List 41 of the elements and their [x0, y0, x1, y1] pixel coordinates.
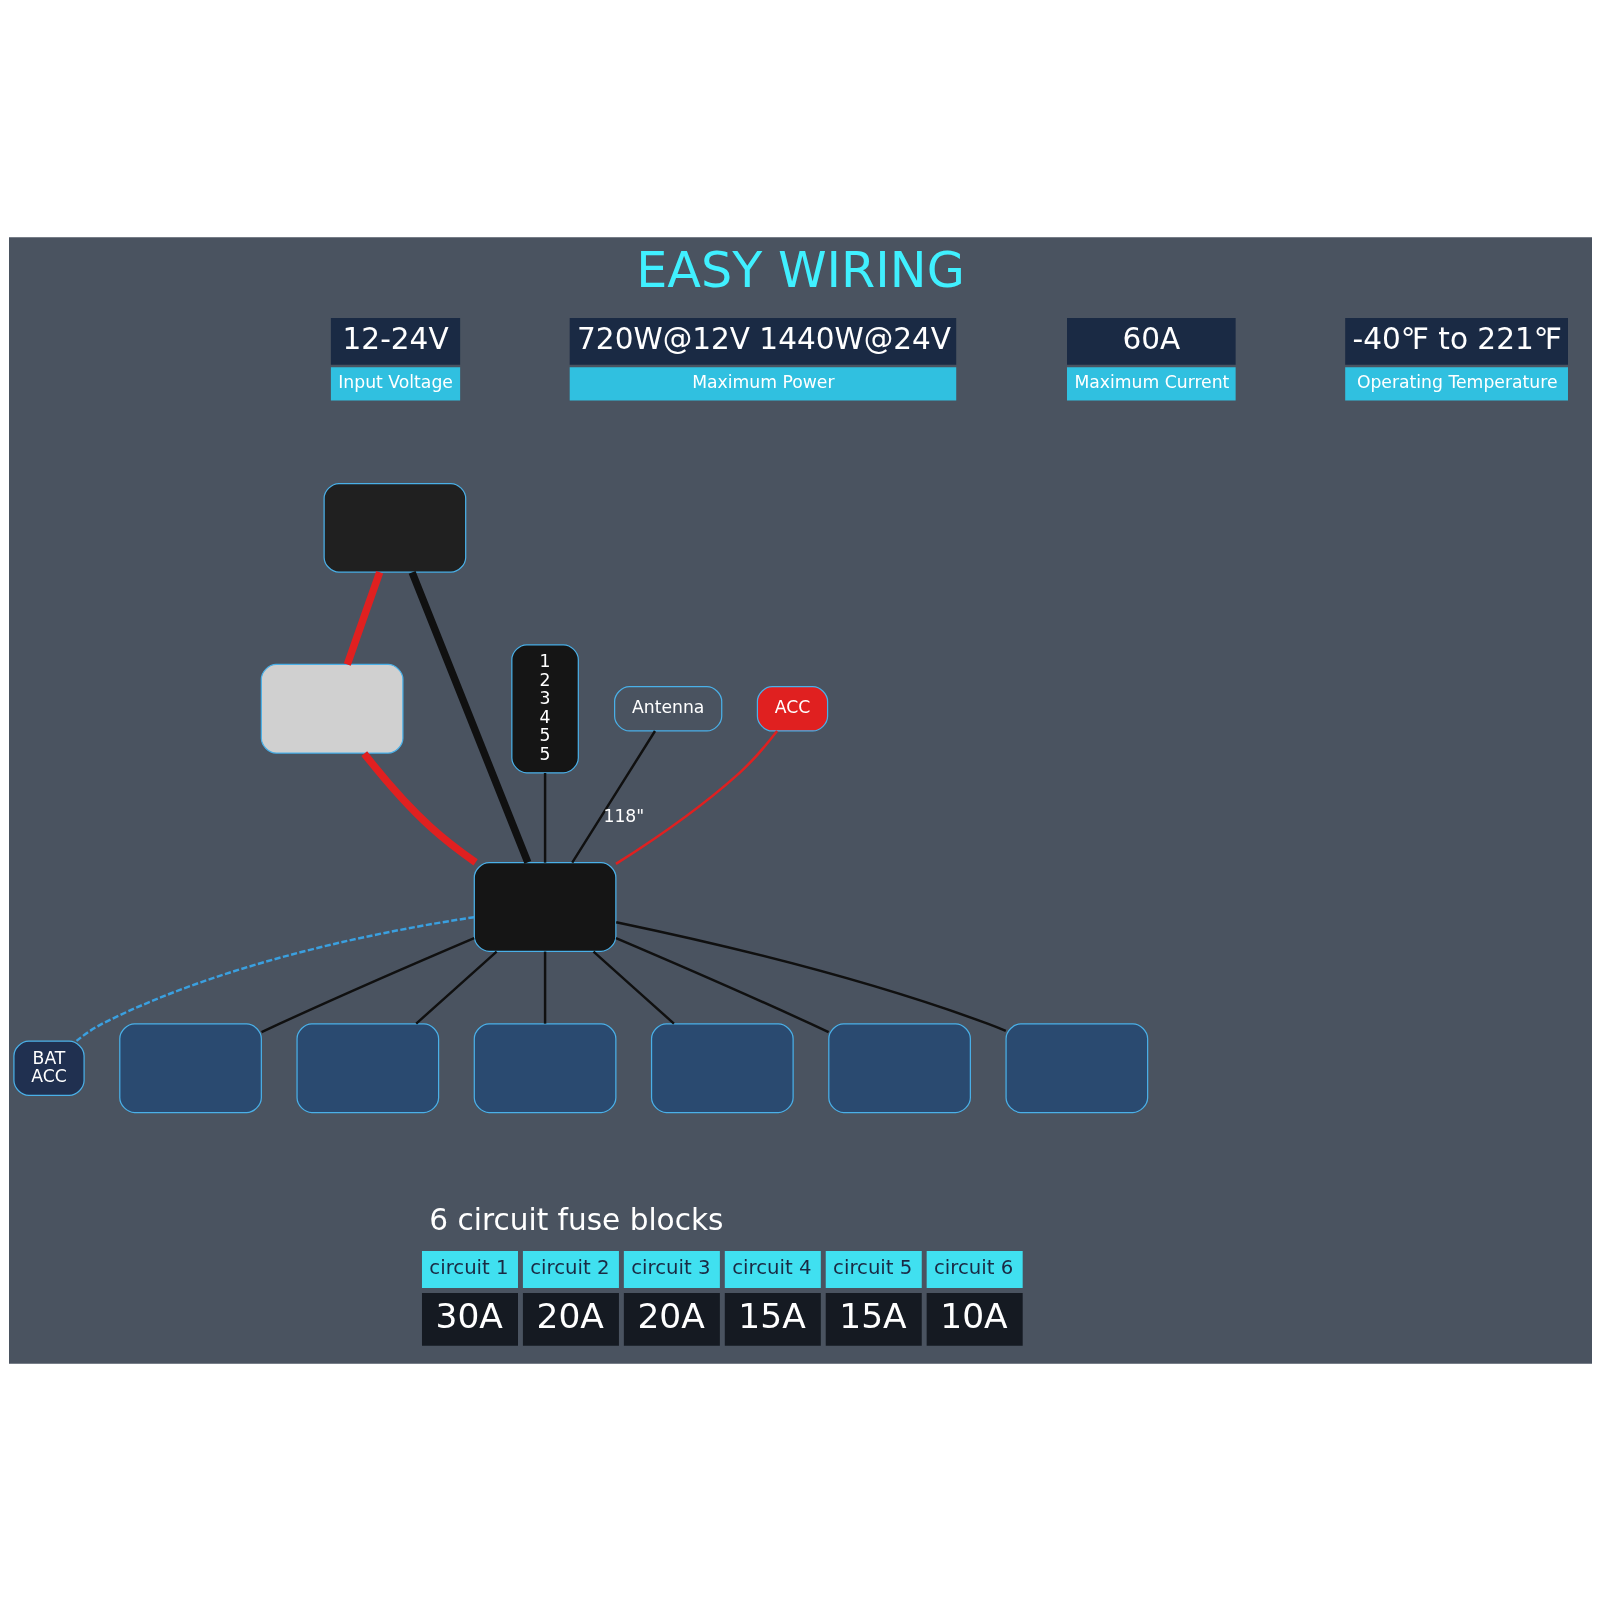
connector — [614, 729, 778, 865]
node-box: Antenna — [613, 685, 722, 732]
node-box — [260, 663, 403, 754]
node-box — [1004, 1022, 1148, 1113]
node-box — [650, 1022, 794, 1113]
label: 10A — [939, 1295, 1008, 1336]
label: circuit 4 — [731, 1255, 811, 1279]
node-box: 1 2 3 4 5 5 — [510, 643, 579, 773]
label: circuit 2 — [529, 1255, 610, 1279]
connector — [408, 570, 531, 864]
edge-label: 118" — [602, 805, 644, 826]
connector — [615, 936, 829, 1033]
label: circuit 5 — [832, 1255, 912, 1279]
diagram-title: EASY WIRING — [635, 240, 965, 299]
node-box — [473, 1022, 616, 1113]
node-box — [473, 861, 616, 952]
node-box: BAT ACC — [12, 1040, 85, 1096]
connector — [360, 750, 478, 865]
connector — [414, 950, 497, 1025]
label: circuit 6 — [933, 1255, 1013, 1279]
node-box — [827, 1022, 971, 1113]
label: circuit 1 — [428, 1255, 509, 1279]
connector — [570, 729, 656, 863]
label: 15A — [838, 1295, 907, 1336]
label: 15A — [737, 1295, 806, 1336]
connector — [615, 920, 1006, 1032]
label: 20A — [636, 1295, 705, 1336]
node-box: ACC — [756, 685, 828, 732]
label: 30A — [435, 1295, 503, 1336]
node-box — [118, 1022, 262, 1113]
connector — [543, 951, 546, 1024]
node-box — [295, 1022, 439, 1113]
label: 20A — [535, 1295, 604, 1336]
label: circuit 3 — [630, 1255, 710, 1279]
connector — [260, 936, 475, 1033]
connector — [592, 950, 675, 1025]
label: 6 circuit fuse blocks — [428, 1202, 723, 1237]
connector — [343, 570, 383, 666]
node-box — [323, 482, 466, 573]
connector — [543, 772, 546, 863]
connector — [75, 915, 474, 1042]
